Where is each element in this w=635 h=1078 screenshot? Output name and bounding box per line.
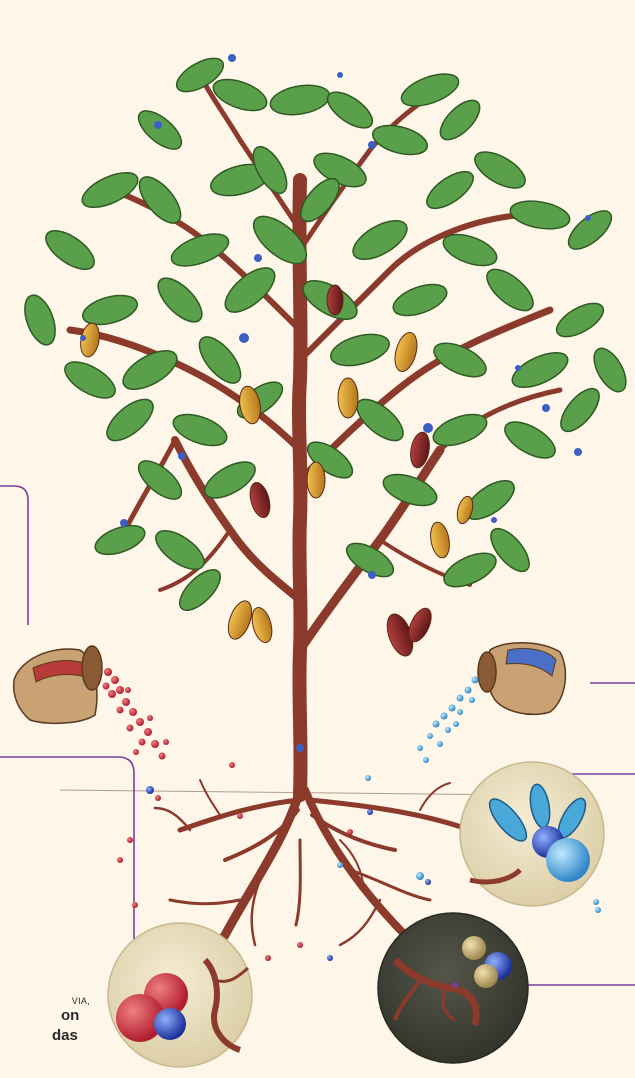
callout-lines	[0, 486, 635, 985]
nutrient-detail-circle-blue	[460, 762, 604, 906]
nutrient-detail-circle-red-blue	[108, 923, 252, 1067]
callout-line-upper-left	[0, 486, 28, 625]
trunk	[299, 180, 301, 795]
cacao-pod	[224, 598, 256, 642]
ground-line	[60, 790, 520, 795]
caption-text: VIA, on das	[0, 996, 90, 1046]
red-fertilizer-sack	[14, 646, 102, 723]
cacao-pods	[78, 285, 475, 659]
caption-line-1: VIA,	[0, 996, 90, 1006]
cacao-pod	[247, 480, 274, 519]
callout-line-lower-left	[0, 757, 134, 945]
cacao-pod	[307, 462, 325, 498]
cacao-pod	[327, 285, 343, 315]
nutrient-detail-circle-dark	[378, 913, 528, 1063]
caption-line-2: on	[0, 1006, 90, 1026]
cacao-pod	[338, 378, 358, 418]
cacao-pod	[391, 330, 421, 374]
red-granules	[103, 668, 170, 760]
caption-line-3: das	[0, 1026, 90, 1046]
cacao-pod	[428, 521, 452, 560]
cacao-pod	[249, 605, 276, 644]
callout-dot	[452, 982, 458, 988]
blue-fertilizer-sack	[478, 643, 565, 715]
blue-granules	[417, 677, 479, 764]
